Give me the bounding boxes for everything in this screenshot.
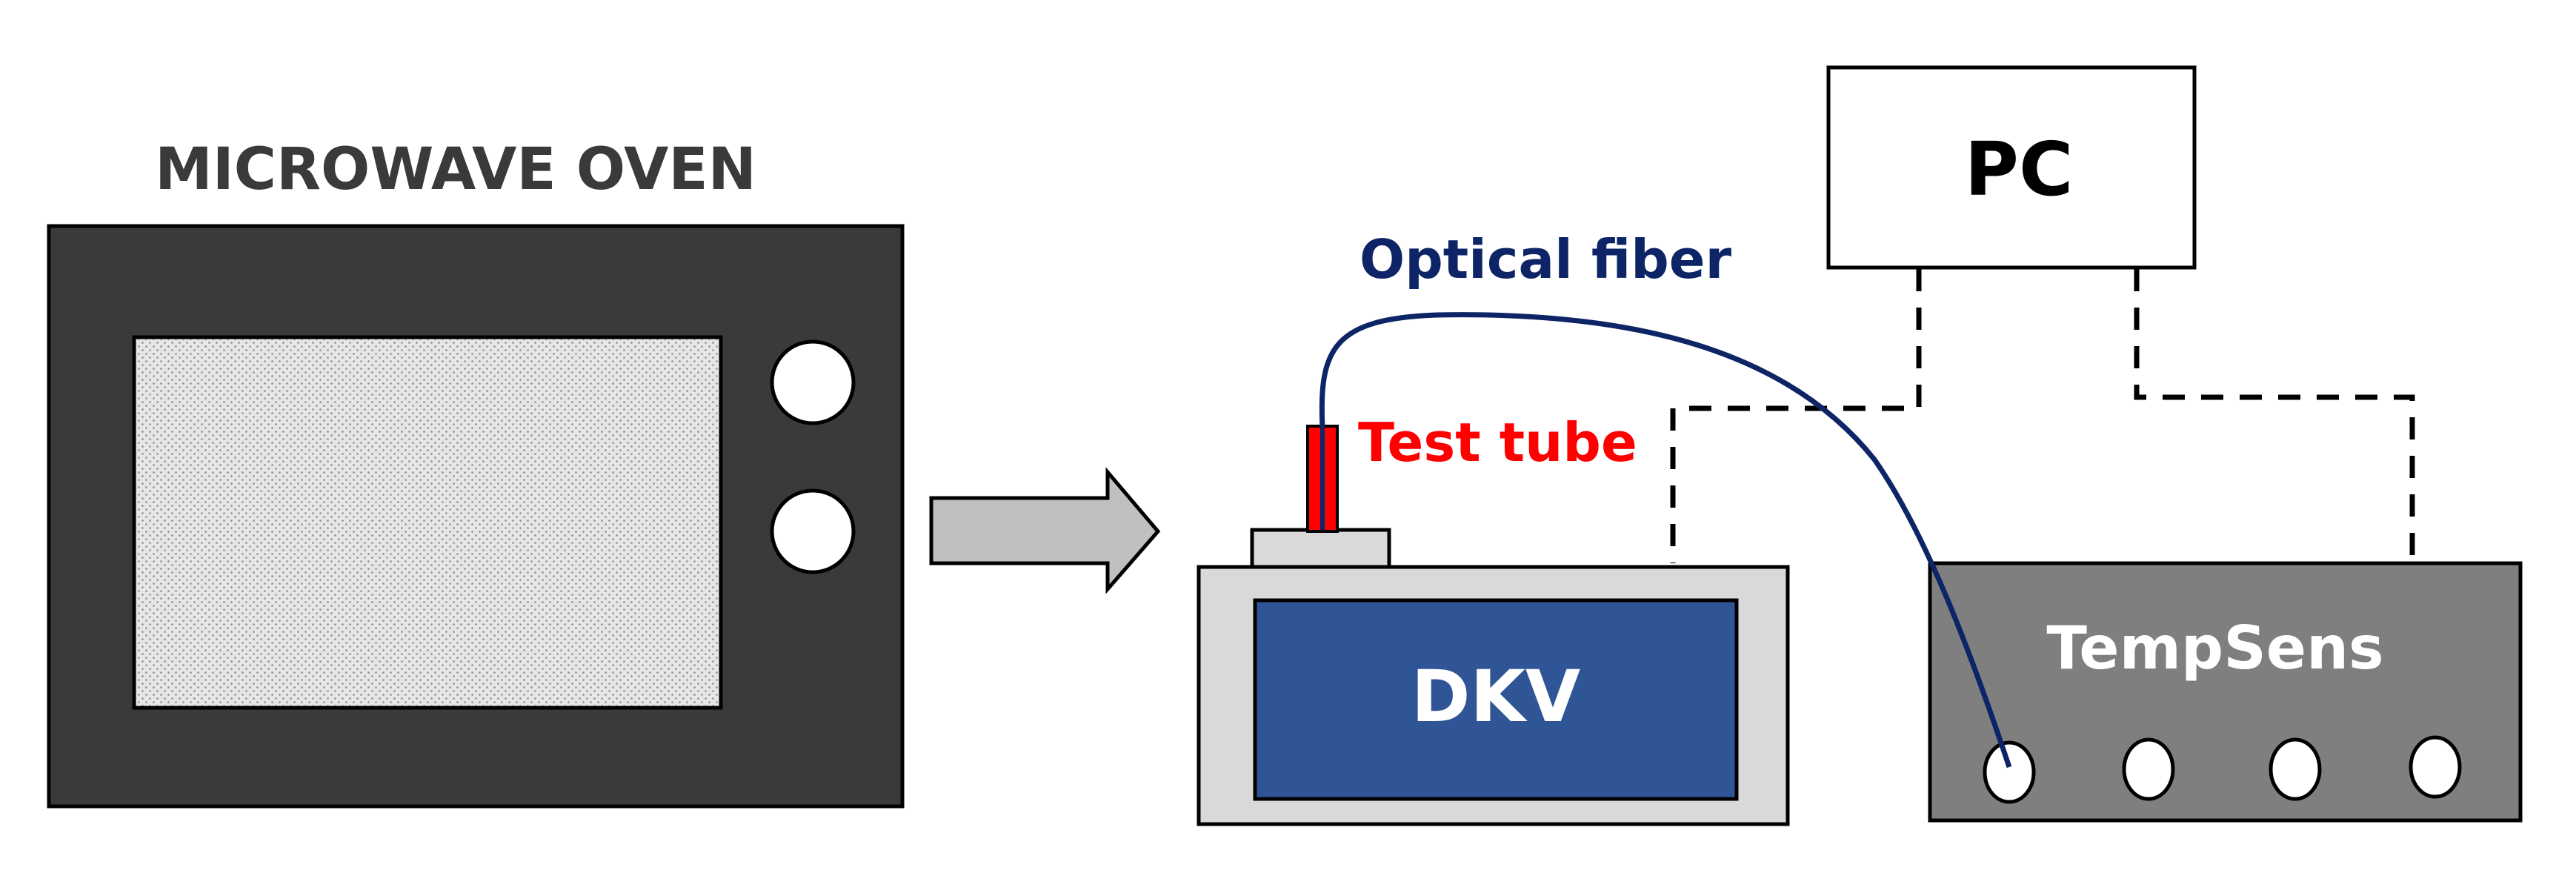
connection-pc-tempsens: [2134, 269, 2415, 571]
tempsens-unit: TempSens: [1928, 561, 2523, 823]
microwave-oven: MICROWAVE OVEN: [47, 136, 905, 809]
oven-knob-top: [770, 339, 856, 425]
pc: PC: [1826, 65, 2197, 270]
optical-fiber: [1319, 312, 2012, 769]
optical-fiber-label: Optical fiber: [1359, 228, 1732, 291]
test-tube: Test tube: [1306, 411, 1637, 533]
tempsens-port-2: [2122, 737, 2175, 801]
pc-box: [1826, 65, 2197, 270]
pc-label: PC: [1965, 126, 2074, 213]
right-arrow-icon: [929, 467, 1161, 594]
connection-pc-dkv: [1670, 269, 1922, 563]
dkv-tube-holder: [1250, 528, 1391, 569]
oven-knob-bottom: [770, 488, 856, 574]
tempsens-port-1: [1983, 740, 2036, 804]
dkv-label: DKV: [1411, 655, 1580, 738]
tempsens-label: TempSens: [2046, 614, 2383, 683]
microwave-oven-label: MICROWAVE OVEN: [155, 136, 756, 203]
oven-window: [132, 335, 723, 710]
test-tube-label: Test tube: [1358, 411, 1637, 474]
tempsens-port-4: [2409, 735, 2462, 799]
dkv-unit: DKV: [1197, 528, 1790, 826]
tempsens-port-3: [2269, 737, 2322, 801]
dkv-panel: [1253, 598, 1739, 801]
